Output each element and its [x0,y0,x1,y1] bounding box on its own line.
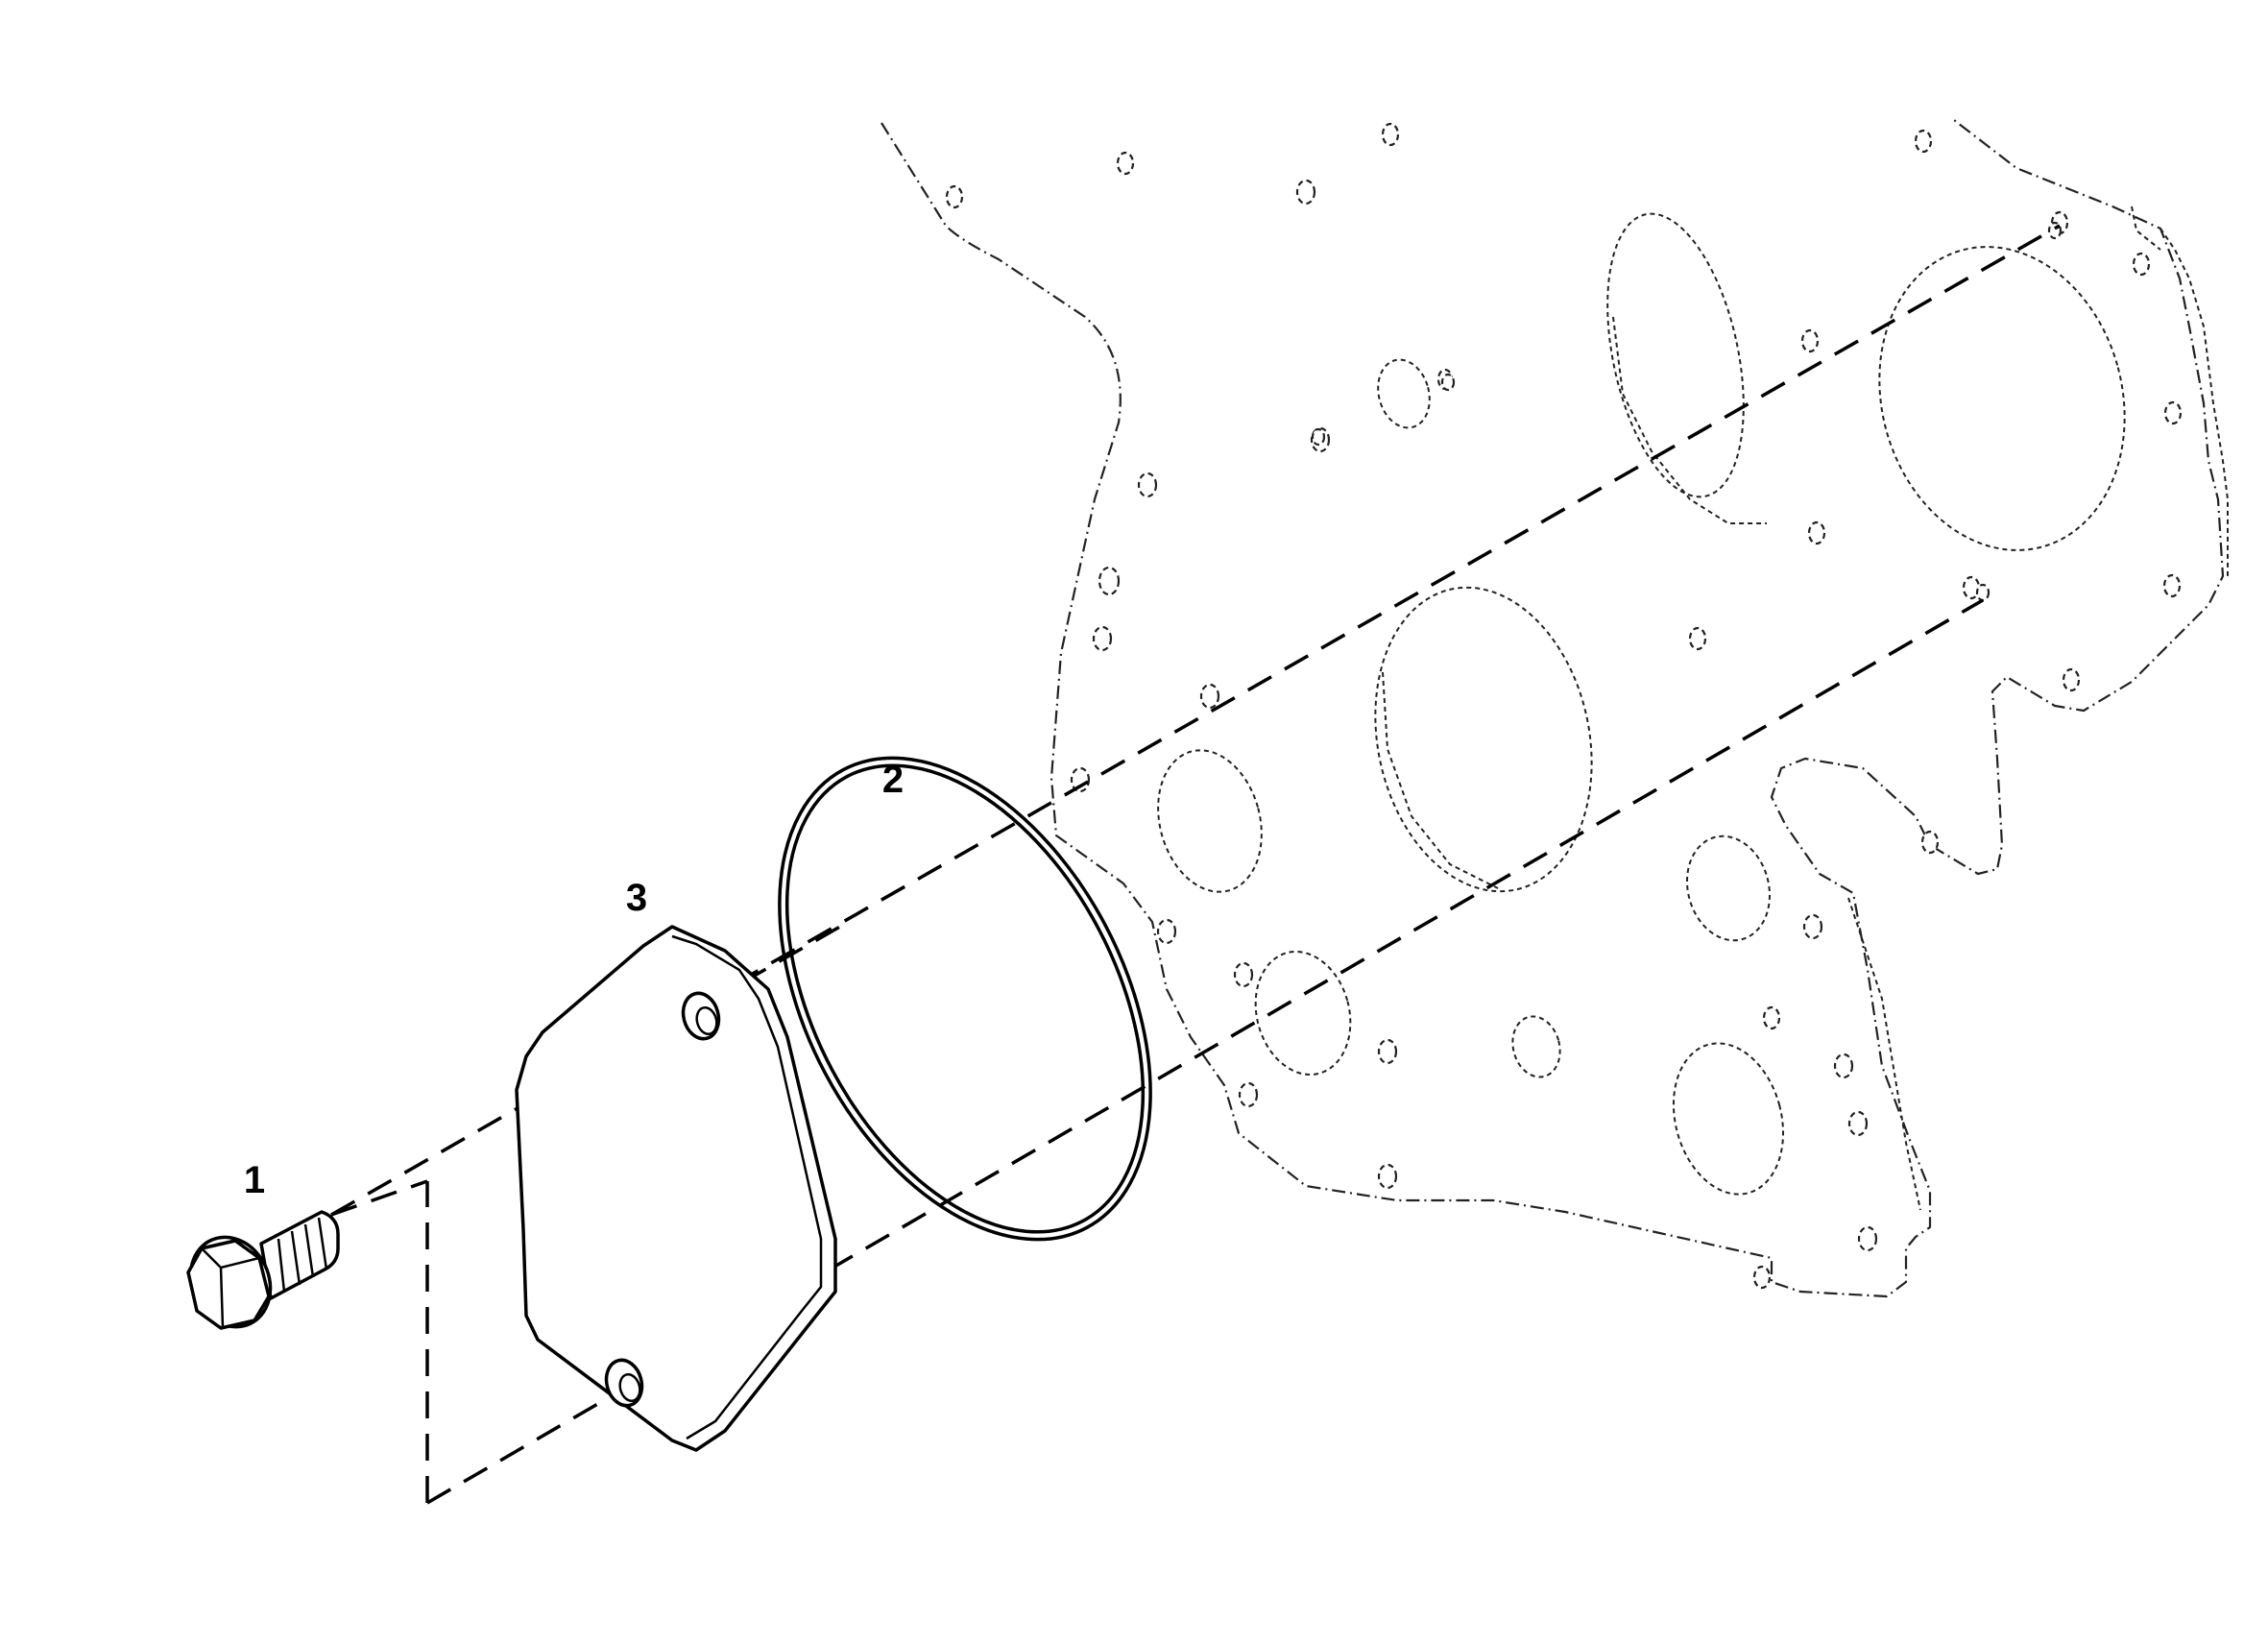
plate-bolt-holes [945,122,2183,1290]
callout-labels: 1 2 3 [244,759,904,1201]
flange-bolt [186,1210,340,1330]
callout-2: 2 [882,759,904,801]
callout-1: 1 [244,1159,265,1201]
cover-plate [515,925,837,1452]
housing-plate [881,119,2229,1298]
callout-3: 3 [626,877,647,919]
o-ring [778,756,1152,1242]
